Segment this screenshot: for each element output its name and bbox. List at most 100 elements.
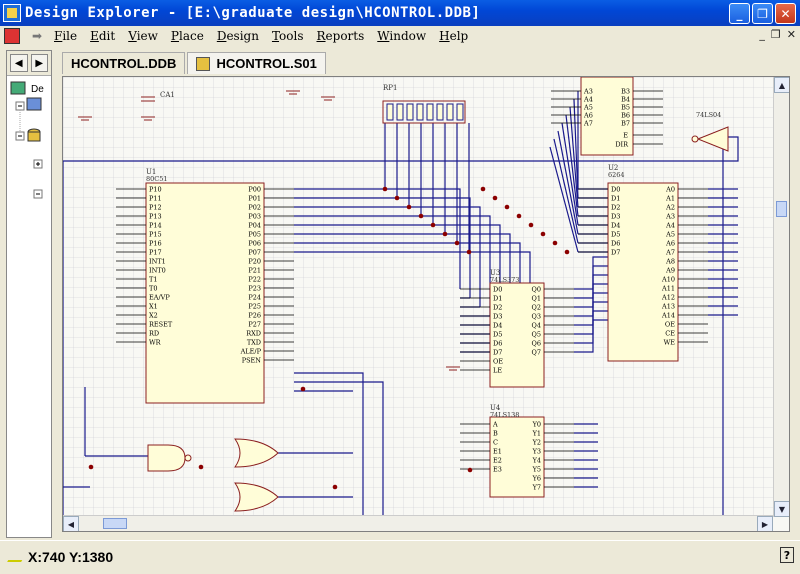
pin-label: A1 — [665, 195, 675, 203]
restore-button[interactable]: ❐ — [752, 3, 773, 24]
inverter-gate: 74LS04 — [691, 111, 729, 152]
pin-label: P27 — [248, 321, 261, 329]
menu-design[interactable]: Design — [216, 29, 259, 43]
pin-label: E2 — [493, 457, 502, 465]
junction-dot — [300, 386, 306, 392]
tree-root-label[interactable]: De — [31, 84, 44, 95]
chip-u2-part: 6264 — [608, 171, 625, 179]
explorer-nav: ◀ ▶ — [7, 51, 51, 76]
menu-view[interactable]: View — [128, 29, 158, 43]
junction-dot — [492, 195, 498, 201]
pin-label: Y5 — [532, 466, 541, 474]
menu-tools[interactable]: Tools — [271, 29, 304, 43]
pin-label: D2 — [493, 304, 502, 312]
junction-dot — [406, 204, 412, 210]
junctions — [88, 186, 570, 490]
pin-label: WR — [149, 339, 162, 347]
chip-u2-ref: U2 — [608, 164, 618, 172]
pin-label: INT1 — [149, 258, 166, 266]
nav-forward-button[interactable]: ▶ — [30, 54, 48, 72]
mdi-controls: _ ❐ ✕ — [759, 28, 796, 41]
pin-label: A3 — [665, 213, 675, 221]
tab-label: HCONTROL.DDB — [71, 56, 177, 71]
close-button[interactable]: ✕ — [775, 3, 796, 24]
pin-label: D0 — [611, 186, 620, 194]
rp-ref: RP1 — [383, 84, 397, 92]
pin-label: B — [493, 430, 498, 438]
pin-label: INT0 — [149, 267, 166, 275]
junction-dot — [540, 231, 546, 237]
pin-label: Q3 — [532, 313, 541, 321]
pin-label: D5 — [493, 331, 502, 339]
pin-label: ALE/P — [240, 348, 262, 356]
pin-label: Q7 — [532, 349, 541, 357]
pin-label: D4 — [493, 322, 502, 330]
chip-u3-ref: U3 — [490, 269, 500, 277]
pin-label: A11 — [661, 285, 675, 293]
pin-label: A9 — [665, 267, 675, 275]
resistor — [436, 103, 444, 121]
scroll-up-icon[interactable]: ▲ — [774, 77, 789, 93]
pin-label: DIR — [615, 141, 629, 149]
junction-dot — [552, 240, 558, 246]
explorer-panel: ◀ ▶ De — [6, 50, 52, 538]
pin-label: Q4 — [532, 322, 541, 330]
menu-help[interactable]: Help — [439, 29, 469, 43]
nav-back-button[interactable]: ◀ — [10, 54, 28, 72]
scroll-down-icon[interactable]: ▼ — [774, 501, 789, 517]
horizontal-scrollbar[interactable]: ◀ ▶ — [63, 515, 773, 531]
chip-u1-part: 80C51 — [146, 175, 168, 183]
chip-u3-body — [489, 282, 545, 388]
junction-dot — [430, 222, 436, 228]
mdi-restore-button[interactable]: ❐ — [770, 28, 781, 41]
junction-dot — [504, 204, 510, 210]
pin-label: P01 — [248, 195, 261, 203]
help-icon[interactable]: ? — [780, 547, 794, 563]
minimize-button[interactable]: _ — [729, 3, 750, 24]
menu-window[interactable]: Window — [377, 29, 427, 43]
tab-hcontrol-ddb[interactable]: HCONTROL.DDB — [62, 52, 186, 74]
pin-label: A6 — [583, 112, 593, 120]
junction-dot — [442, 231, 448, 237]
pin-label: B6 — [621, 112, 630, 120]
pin-label: D7 — [611, 249, 620, 257]
chip-u4-part: 74LS138 — [490, 411, 519, 419]
pin-label: A12 — [661, 294, 675, 302]
pin-label: E3 — [493, 466, 502, 474]
window-title: Design Explorer - [E:\graduate design\HC… — [25, 5, 481, 21]
schematic-icon — [196, 56, 211, 71]
junction-dot — [480, 186, 486, 192]
menu-place[interactable]: Place — [170, 29, 204, 43]
vertical-scroll-thumb[interactable] — [776, 201, 787, 217]
junction-dot — [88, 464, 94, 470]
pin-label: B5 — [621, 104, 630, 112]
mdi-minimize-button[interactable]: _ — [759, 28, 765, 41]
chip-u1-body — [145, 182, 265, 404]
menu-reports[interactable]: Reports — [316, 29, 365, 43]
pin-label: A8 — [665, 258, 675, 266]
explorer-arrow-icon[interactable]: ➡ — [31, 29, 43, 43]
rp-outline — [382, 100, 466, 124]
document-icon[interactable] — [4, 28, 20, 44]
coordinates-text: X:740 Y:1380 — [28, 549, 114, 565]
tab-hcontrol-s01[interactable]: HCONTROL.S01 — [187, 52, 326, 74]
vertical-scrollbar[interactable]: ▲ ▼ — [773, 77, 789, 517]
mdi-close-button[interactable]: ✕ — [786, 28, 796, 41]
scroll-left-icon[interactable]: ◀ — [63, 516, 79, 531]
design-icon — [26, 97, 42, 111]
title-bar: Design Explorer - [E:\graduate design\HC… — [0, 0, 800, 26]
junction-dot — [418, 213, 424, 219]
junction-dot — [198, 464, 204, 470]
pin-label: A4 — [583, 96, 593, 104]
pin-label: D1 — [611, 195, 620, 203]
pin-label: P15 — [149, 231, 162, 239]
scroll-right-icon[interactable]: ▶ — [757, 516, 773, 531]
horizontal-scroll-thumb[interactable] — [103, 518, 127, 529]
app-icon[interactable] — [3, 4, 21, 22]
pin-label: P20 — [248, 258, 261, 266]
pin-label: D3 — [493, 313, 502, 321]
menu-edit[interactable]: Edit — [90, 29, 116, 43]
menu-file[interactable]: File — [54, 29, 78, 43]
